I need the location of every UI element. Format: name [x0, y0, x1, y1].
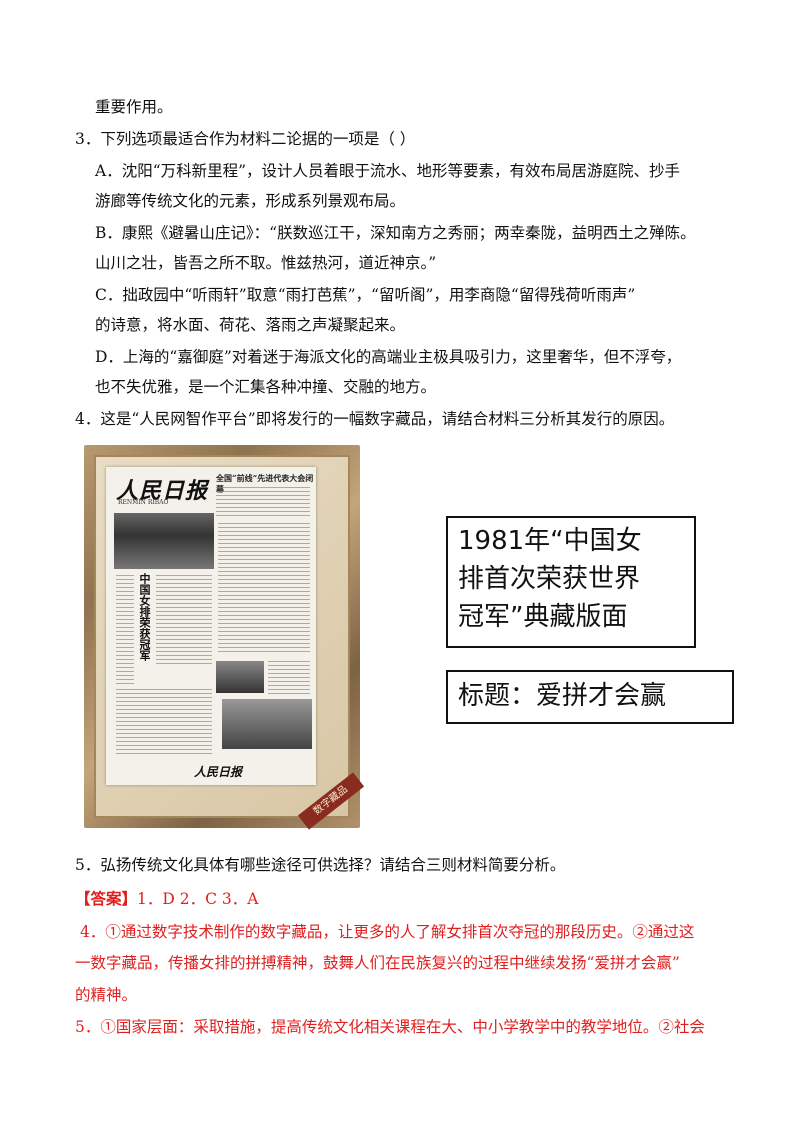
caption-line: 冠军”典藏版面: [458, 602, 628, 632]
answer-mc: 【答案】1．D 2．C 3．A: [75, 888, 258, 910]
text-column: [116, 689, 212, 755]
text-column: [116, 575, 134, 685]
question-stem: 下列选项最适合作为材料二论据的一项是（ ）: [100, 130, 416, 148]
option-b-line2: 山川之壮，皆吾之所不取。惟兹热河，道近神京。”: [95, 254, 437, 272]
option-c-line1: C．拙政园中“听雨轩”取意“雨打芭蕉”，“留听阁”，用李商隐“留得残荷听雨声”: [95, 286, 636, 304]
answer-4-line2: 一数字藏品，传播女排的拼搏精神，鼓舞人们在民族复兴的过程中继续发扬“爱拼才会赢”: [75, 954, 680, 972]
footer-masthead: 人民日报: [194, 765, 243, 779]
answer-4-line3: 的精神。: [75, 986, 138, 1004]
title-box: 标题：爱拼才会赢: [446, 670, 734, 724]
news-photo: [216, 661, 264, 693]
option-b-line1: B．康熙《避暑山庄记》：“朕数巡江干，深知南方之秀丽；两幸秦陇，益明西土之殚陈。: [95, 224, 696, 242]
masthead: 人民日报: [116, 478, 209, 504]
text-column: [216, 487, 310, 517]
option-a-line1: A．沈阳“万科新里程”，设计人员着眼于流水、地形等要素，有效布局居游庭院、抄手: [95, 162, 681, 180]
text-column: [268, 661, 310, 695]
question-number: 5．: [75, 856, 101, 874]
headline-vertical: 中国女排荣获冠军: [138, 573, 151, 661]
team-photo: [114, 513, 214, 569]
question-5: 5．弘扬传统文化具体有哪些途径可供选择？请结合三则材料简要分析。: [75, 854, 565, 876]
caption-line: 排首次荣获世界: [458, 564, 641, 594]
news-photo: [222, 699, 312, 749]
answer-label: 【答案】: [75, 889, 138, 908]
text-column: [218, 523, 310, 653]
option-a-line2: 游廊等传统文化的元素，形成系列景观布局。: [95, 192, 406, 210]
option-d-line1: D．上海的“嘉御庭”对着迷于海派文化的高端业主极具吸引力，这里奢华，但不浮夸，: [95, 348, 682, 366]
title-text: 标题：爱拼才会赢: [458, 681, 667, 711]
text-column: [156, 575, 212, 665]
question-stem: 弘扬传统文化具体有哪些途径可供选择？请结合三则材料简要分析。: [100, 856, 566, 874]
answer-5-line1: 5．①国家层面：采取措施，提高传统文化相关课程在大、中小学教学中的教学地位。②社…: [75, 1018, 705, 1036]
newspaper-frame-image: 人民日报 RENMIN RIBAO 全国“前线”先进代表大会闭幕 中国女排荣获冠…: [84, 445, 365, 830]
option-d-line2: 也不失优雅，是一个汇集各种冲撞、交融的地方。: [95, 378, 437, 396]
question-number: 4．: [75, 410, 101, 428]
masthead-subtitle: RENMIN RIBAO: [118, 499, 169, 506]
question-number: 3．: [75, 130, 101, 148]
answer-mc-values: 1．D 2．C 3．A: [137, 890, 259, 908]
answer-4-line1: 4．①通过数字技术制作的数字藏品，让更多的人了解女排首次夺冠的那段历史。②通过这: [80, 923, 695, 941]
newspaper-page: 人民日报 RENMIN RIBAO 全国“前线”先进代表大会闭幕 中国女排荣获冠…: [106, 467, 316, 785]
caption-box: 1981年“中国女 排首次荣获世界 冠军”典藏版面: [446, 516, 696, 648]
question-3: 3．下列选项最适合作为材料二论据的一项是（ ）: [75, 128, 415, 150]
q2-tail-text: 重要作用。: [95, 98, 173, 116]
question-stem: 这是“人民网智作平台”即将发行的一幅数字藏品，请结合材料三分析其发行的原因。: [100, 410, 675, 428]
option-c-line2: 的诗意，将水面、荷花、落雨之声凝聚起来。: [95, 316, 406, 334]
question-4: 4．这是“人民网智作平台”即将发行的一幅数字藏品，请结合材料三分析其发行的原因。: [75, 408, 674, 430]
caption-line: 1981年“中国女: [458, 526, 642, 556]
